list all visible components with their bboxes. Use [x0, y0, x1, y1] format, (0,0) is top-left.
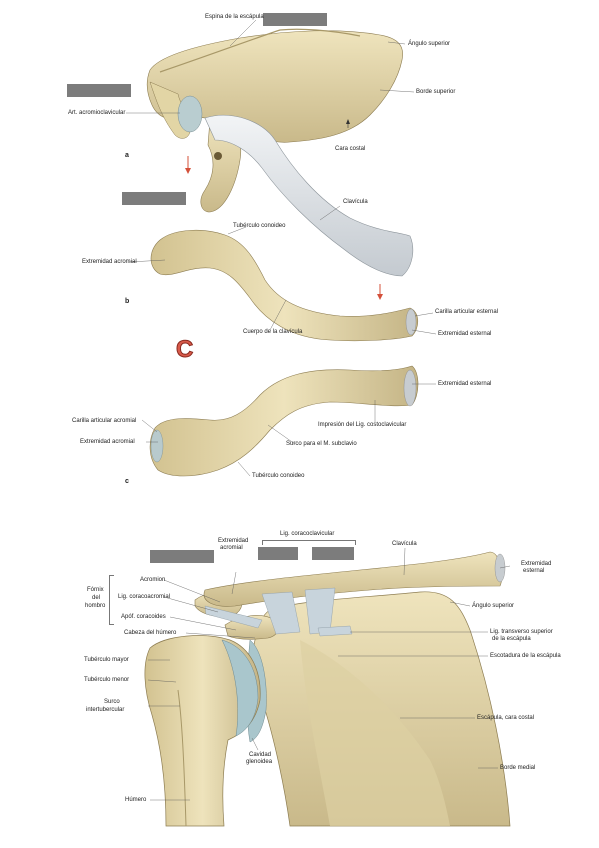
label-borde-superior: Borde superior — [416, 89, 456, 95]
label-carilla-esternal: Carilla articular esternal — [435, 309, 499, 315]
label-carilla-acromial: Carilla articular acromial — [72, 418, 137, 424]
clavicle-c — [149, 365, 419, 477]
label-clavicula-b: Clavícula — [392, 541, 417, 547]
fornix-brace — [109, 575, 114, 625]
clavicle-a — [204, 114, 414, 277]
panel-letter-c: c — [125, 478, 129, 485]
shoulder-drawing — [126, 19, 511, 827]
clavicle-b — [150, 229, 419, 342]
label-cabeza-humero: Cabeza del húmero — [124, 630, 177, 636]
coracoclavicular-brace — [262, 540, 356, 545]
label-humero: Húmero — [125, 797, 147, 803]
intertubercular-groove — [177, 689, 187, 827]
label-surco-subclavio: Surco para el M. subclavio — [286, 441, 357, 447]
label-fornix-1: Fórnix — [87, 587, 104, 593]
panel-a-drawing — [146, 28, 414, 277]
label-acromion: Acromion — [140, 577, 166, 583]
label-extremidad-acromial-c: Extremidad acromial — [80, 439, 135, 445]
label-angulo-superior-b: Ángulo superior — [472, 603, 515, 609]
label-apof-coracoides: Apóf. coracoides — [121, 614, 166, 620]
sternal-end-c — [403, 369, 417, 407]
acromioclavicular-joint — [177, 95, 203, 133]
label-borde-medial: Borde medial — [500, 765, 536, 771]
label-angulo-superior-a: Ángulo superior — [408, 41, 451, 47]
sternal-facet-b — [405, 308, 417, 336]
panel-b-drawing — [150, 229, 419, 342]
label-fornix-2: del — [92, 595, 101, 601]
humeral-head-cartilage — [221, 639, 259, 737]
label-extremidad-acromial-b: Extremidad acromial — [82, 259, 137, 265]
label-cuerpo: Cuerpo de la clavícula — [243, 329, 303, 335]
panel-letter-b: b — [125, 298, 130, 305]
label-impresion: Impresión del Lig. costoclavicular — [318, 422, 407, 428]
label-clavicula-a: Clavícula — [343, 199, 368, 205]
label-lig-coracoclavicular: Lig. coracoclavicular — [280, 531, 335, 537]
acromial-facet-c — [150, 429, 164, 463]
humerus — [144, 635, 261, 827]
redaction-box-6 — [312, 547, 354, 560]
label-tuberculo-mayor: Tubérculo mayor — [84, 657, 129, 663]
label-escotadura: Escotadura de la escápula — [490, 653, 561, 659]
label-extremidad-acromial-top-1: Extremidad — [218, 538, 249, 544]
redaction-box-4 — [150, 550, 214, 563]
logo-letter: C — [175, 336, 194, 364]
panel-c-drawing — [149, 365, 419, 477]
label-tuberculo-menor: Tubérculo menor — [84, 677, 130, 683]
label-surco-1: Surco — [104, 699, 120, 705]
label-lig-transverso-2: de la escápula — [492, 636, 531, 642]
label-extremidad-esternal-b: Extremidad esternal — [438, 331, 492, 337]
redaction-box-2 — [67, 84, 131, 97]
transverse-lig — [317, 625, 353, 637]
label-extremidad-esternal-c: Extremidad esternal — [438, 381, 492, 387]
redaction-box-3 — [122, 192, 186, 205]
redaction-box-1 — [263, 13, 327, 26]
label-fornix-3: hombro — [85, 603, 106, 609]
panel-letter-a: a — [125, 152, 129, 159]
label-extremidad-esternal-bottom-1: Extremidad — [521, 561, 552, 567]
spine-crest — [159, 28, 361, 73]
trapezoid-lig — [261, 591, 301, 635]
label-cara-costal: Cara costal — [335, 146, 366, 152]
label-lig-coracoacromial: Lig. coracoacromial — [118, 594, 171, 600]
label-escapula-cara: Escápula, cara costal — [477, 715, 535, 721]
label-art-acromioclavicular: Art. acromioclavicular — [68, 110, 126, 116]
label-extremidad-esternal-bottom-2: esternal — [523, 568, 545, 574]
label-tuberculo-conoideo-b: Tubérculo conoideo — [233, 223, 286, 229]
foramen — [214, 152, 222, 160]
label-surco-2: intertubercular — [86, 707, 125, 713]
scapula-shade — [300, 640, 450, 826]
label-tuberculo-conoideo-c: Tubérculo conoideo — [252, 473, 305, 479]
label-espina: Espina de la escápula — [205, 14, 264, 20]
redaction-box-5 — [258, 547, 298, 560]
label-extremidad-acromial-top-2: acromial — [220, 545, 243, 551]
label-lig-transverso-1: Lig. transverso superior — [490, 629, 553, 635]
coracoacromial-lig — [204, 605, 263, 629]
label-cavidad-2: glenoidea — [246, 759, 273, 765]
label-cavidad-1: Cavidad — [249, 752, 272, 758]
